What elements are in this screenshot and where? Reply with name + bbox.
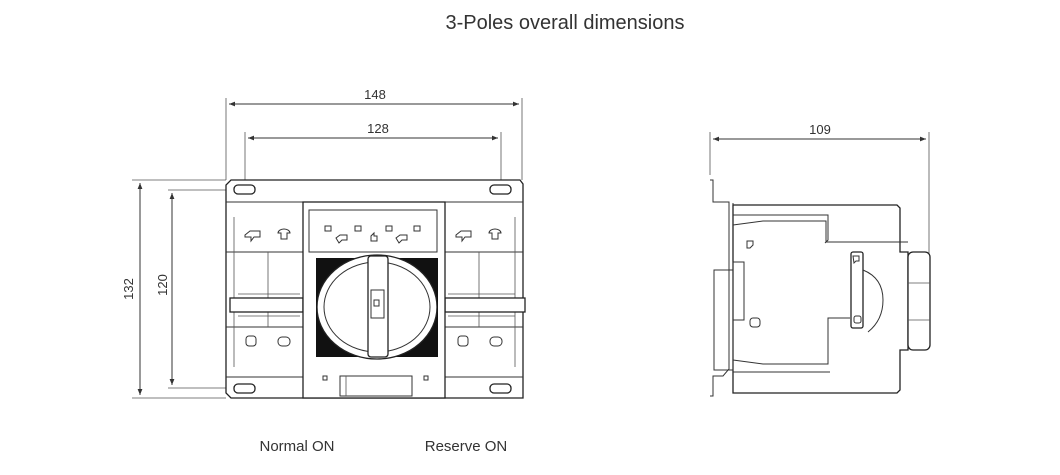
label-normal-on: Normal ON bbox=[259, 438, 334, 455]
dimension-132: 132 bbox=[121, 179, 226, 399]
dimension-label-148: 148 bbox=[364, 87, 386, 102]
label-reserve-on: Reserve ON bbox=[425, 438, 508, 455]
dimension-label-128: 128 bbox=[367, 121, 389, 136]
dimension-label-132: 132 bbox=[121, 278, 136, 300]
dimension-109: 109 bbox=[709, 122, 930, 255]
dimension-148: 148 bbox=[225, 87, 523, 180]
dimension-128: 128 bbox=[244, 121, 502, 182]
switch-body-side bbox=[710, 179, 931, 397]
dimension-label-109: 109 bbox=[809, 122, 831, 137]
dimension-120: 120 bbox=[155, 189, 230, 389]
drawing-title: 3-Poles overall dimensions bbox=[445, 12, 684, 34]
front-view: 148 128 132 120 bbox=[121, 87, 526, 399]
side-view: 109 bbox=[709, 122, 931, 397]
switch-body-front bbox=[225, 179, 526, 399]
dimension-label-120: 120 bbox=[155, 274, 170, 296]
